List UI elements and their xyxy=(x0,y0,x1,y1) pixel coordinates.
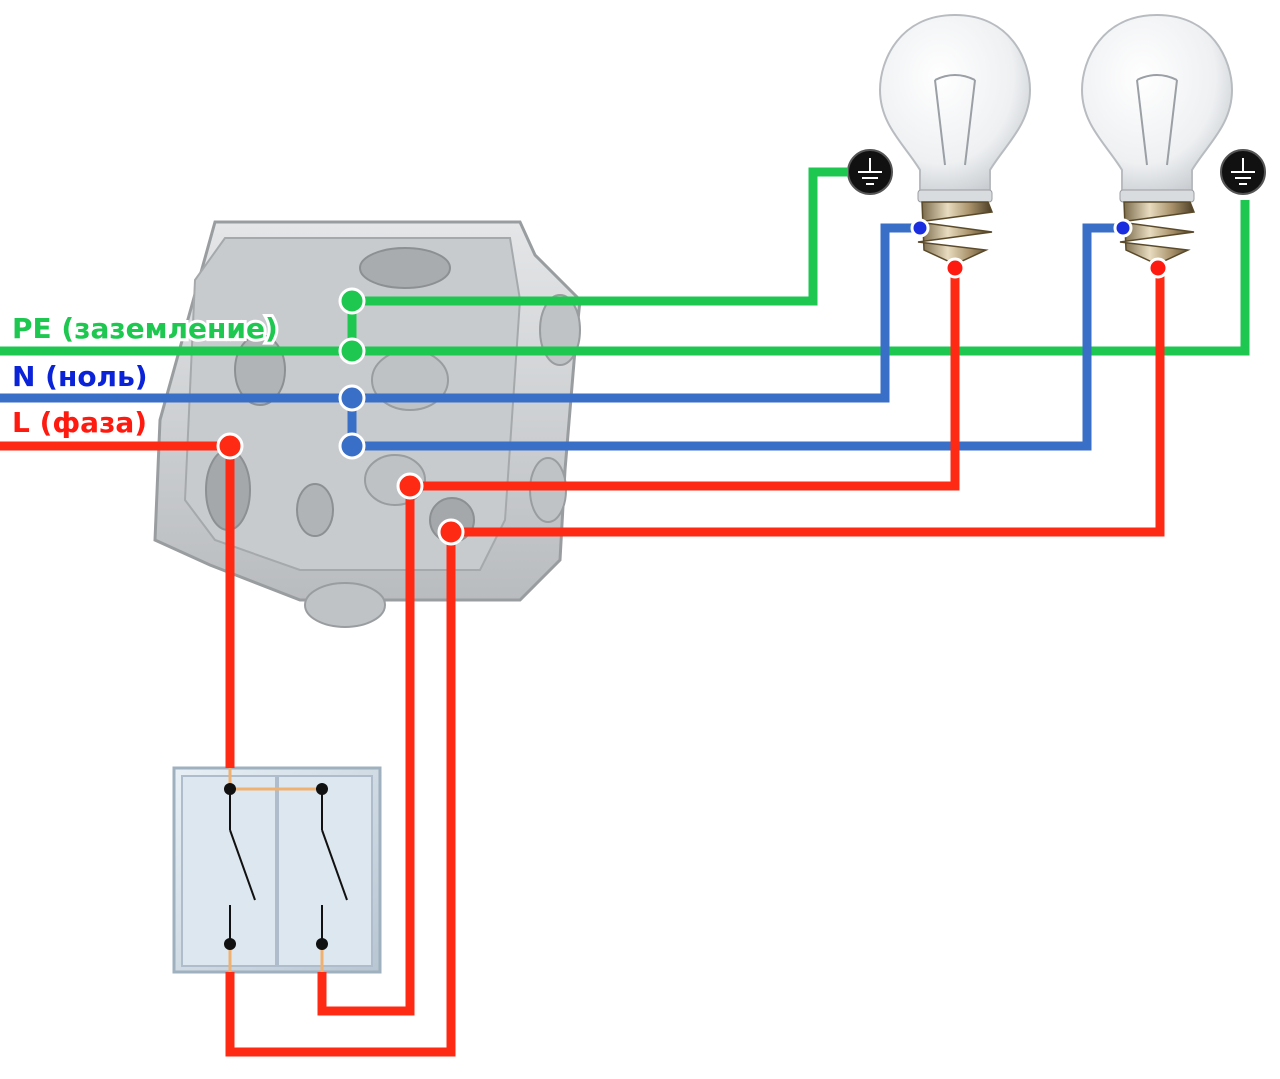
n-label: N (ноль) xyxy=(12,360,148,393)
pe-wires xyxy=(0,167,1250,365)
light-bulb-icon xyxy=(878,13,1032,263)
pe-label: PE (заземление) xyxy=(12,312,278,345)
n-wires xyxy=(0,218,1133,460)
double-switch-icon xyxy=(172,766,382,974)
l-wires xyxy=(0,257,1169,1057)
light-bulb-icon xyxy=(1080,13,1234,263)
ground-symbol-icon xyxy=(847,149,893,195)
l-label: L (фаза) xyxy=(12,406,147,439)
junction-box-icon xyxy=(153,220,582,628)
ground-symbol-icon xyxy=(1220,149,1266,195)
